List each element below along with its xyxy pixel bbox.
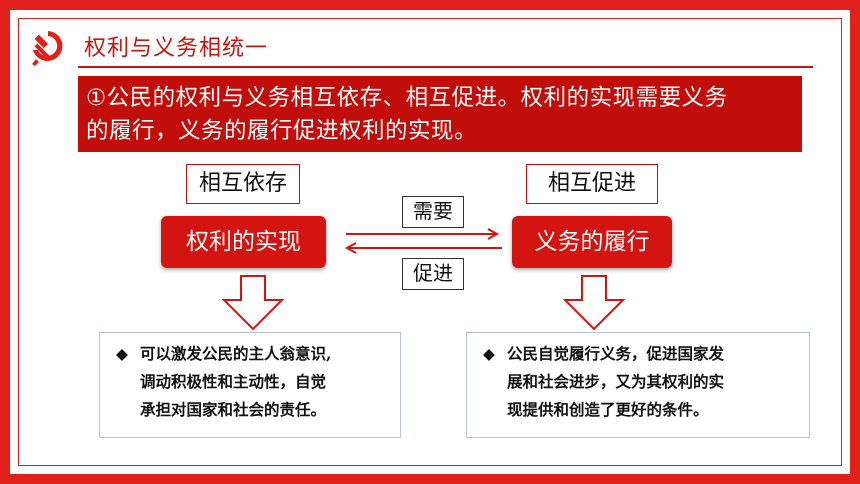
key-point-banner: ①公民的权利与义务相互依存、相互促进。权利的实现需要义务 的履行，义务的履行促进… [78,76,802,152]
banner-line-1: ①公民的权利与义务相互依存、相互促进。权利的实现需要义务 [86,85,728,111]
note-line: 承担对国家和社会的责任。 [140,400,327,419]
relation-arrows [344,228,502,254]
diamond-bullet-icon: ◆ [116,344,128,363]
slide-inner-border [18,18,842,466]
rights-effect-note: ◆可以激发公民的主人翁意识, 调动积极性和主动性，自觉 承担对国家和社会的责任。 [99,332,401,438]
mutual-promotion-label: 相互促进 [526,164,658,204]
down-arrow-right-icon [562,275,626,331]
note-line: 现提供和创造了更好的条件。 [507,400,709,419]
arrow-left-icon [344,242,502,254]
title-underline [78,66,813,68]
note-line: 调动积极性和主动性，自觉 [140,372,327,391]
mutual-dependence-label: 相互依存 [186,164,300,204]
requires-label: 需要 [402,196,464,228]
down-arrow-left-icon [221,275,285,331]
page-title: 权利与义务相统一 [84,36,269,61]
rights-realization-box: 权利的实现 [161,216,326,268]
obligation-effect-note: ◆公民自觉履行义务，促进国家发 展和社会进步，又为其权利的实 现提供和创造了更好… [466,332,810,438]
diamond-bullet-icon: ◆ [483,344,495,363]
promotes-label: 促进 [402,258,464,290]
hammer-sickle-icon [32,31,63,66]
note-line: 展和社会进步，又为其权利的实 [507,372,725,391]
arrow-right-icon [346,228,500,240]
note-line: ◆可以激发公民的主人翁意识, [116,340,392,368]
banner-line-2: 的履行，义务的履行促进权利的实现。 [86,118,478,144]
obligation-fulfillment-box: 义务的履行 [512,216,672,268]
note-line: ◆公民自觉履行义务，促进国家发 [483,340,801,368]
